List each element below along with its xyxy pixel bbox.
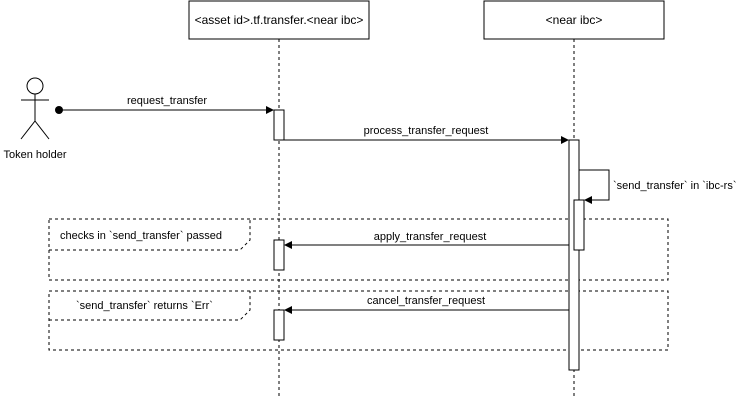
- message-send-self-arrow: [579, 169, 610, 204]
- message-process-label: process_transfer_request: [364, 125, 489, 137]
- participant-label-near-ibc: <near ibc>: [546, 13, 603, 27]
- participant-label-transfer: <asset id>.tf.transfer.<near ibc>: [195, 13, 364, 27]
- message-send-label: `send_transfer` in `ibc-rs`: [613, 180, 736, 192]
- actor-icon: [20, 77, 50, 140]
- participant-box-transfer: [188, 0, 370, 40]
- message-cancel-label: cancel_transfer_request: [367, 295, 485, 307]
- message-request-label: request_transfer: [127, 95, 207, 107]
- activation-near-ibc-main: [568, 139, 580, 371]
- actor-label: Token holder: [4, 149, 67, 161]
- message-apply-label: apply_transfer_request: [374, 231, 487, 243]
- activation-near-ibc-self: [573, 199, 585, 251]
- activation-transfer-1: [273, 109, 285, 141]
- participant-box-near-ibc: [483, 0, 665, 40]
- activation-transfer-2: [273, 239, 285, 271]
- fragment-err-tab: [49, 291, 251, 321]
- fragment-passed-label: checks in `send_transfer` passed: [60, 230, 222, 242]
- fragment-err-label: `send_transfer` returns `Err`: [76, 300, 213, 312]
- fragment-passed-tab: [49, 219, 251, 251]
- activation-transfer-3: [273, 309, 285, 341]
- fragment-passed: [48, 218, 669, 281]
